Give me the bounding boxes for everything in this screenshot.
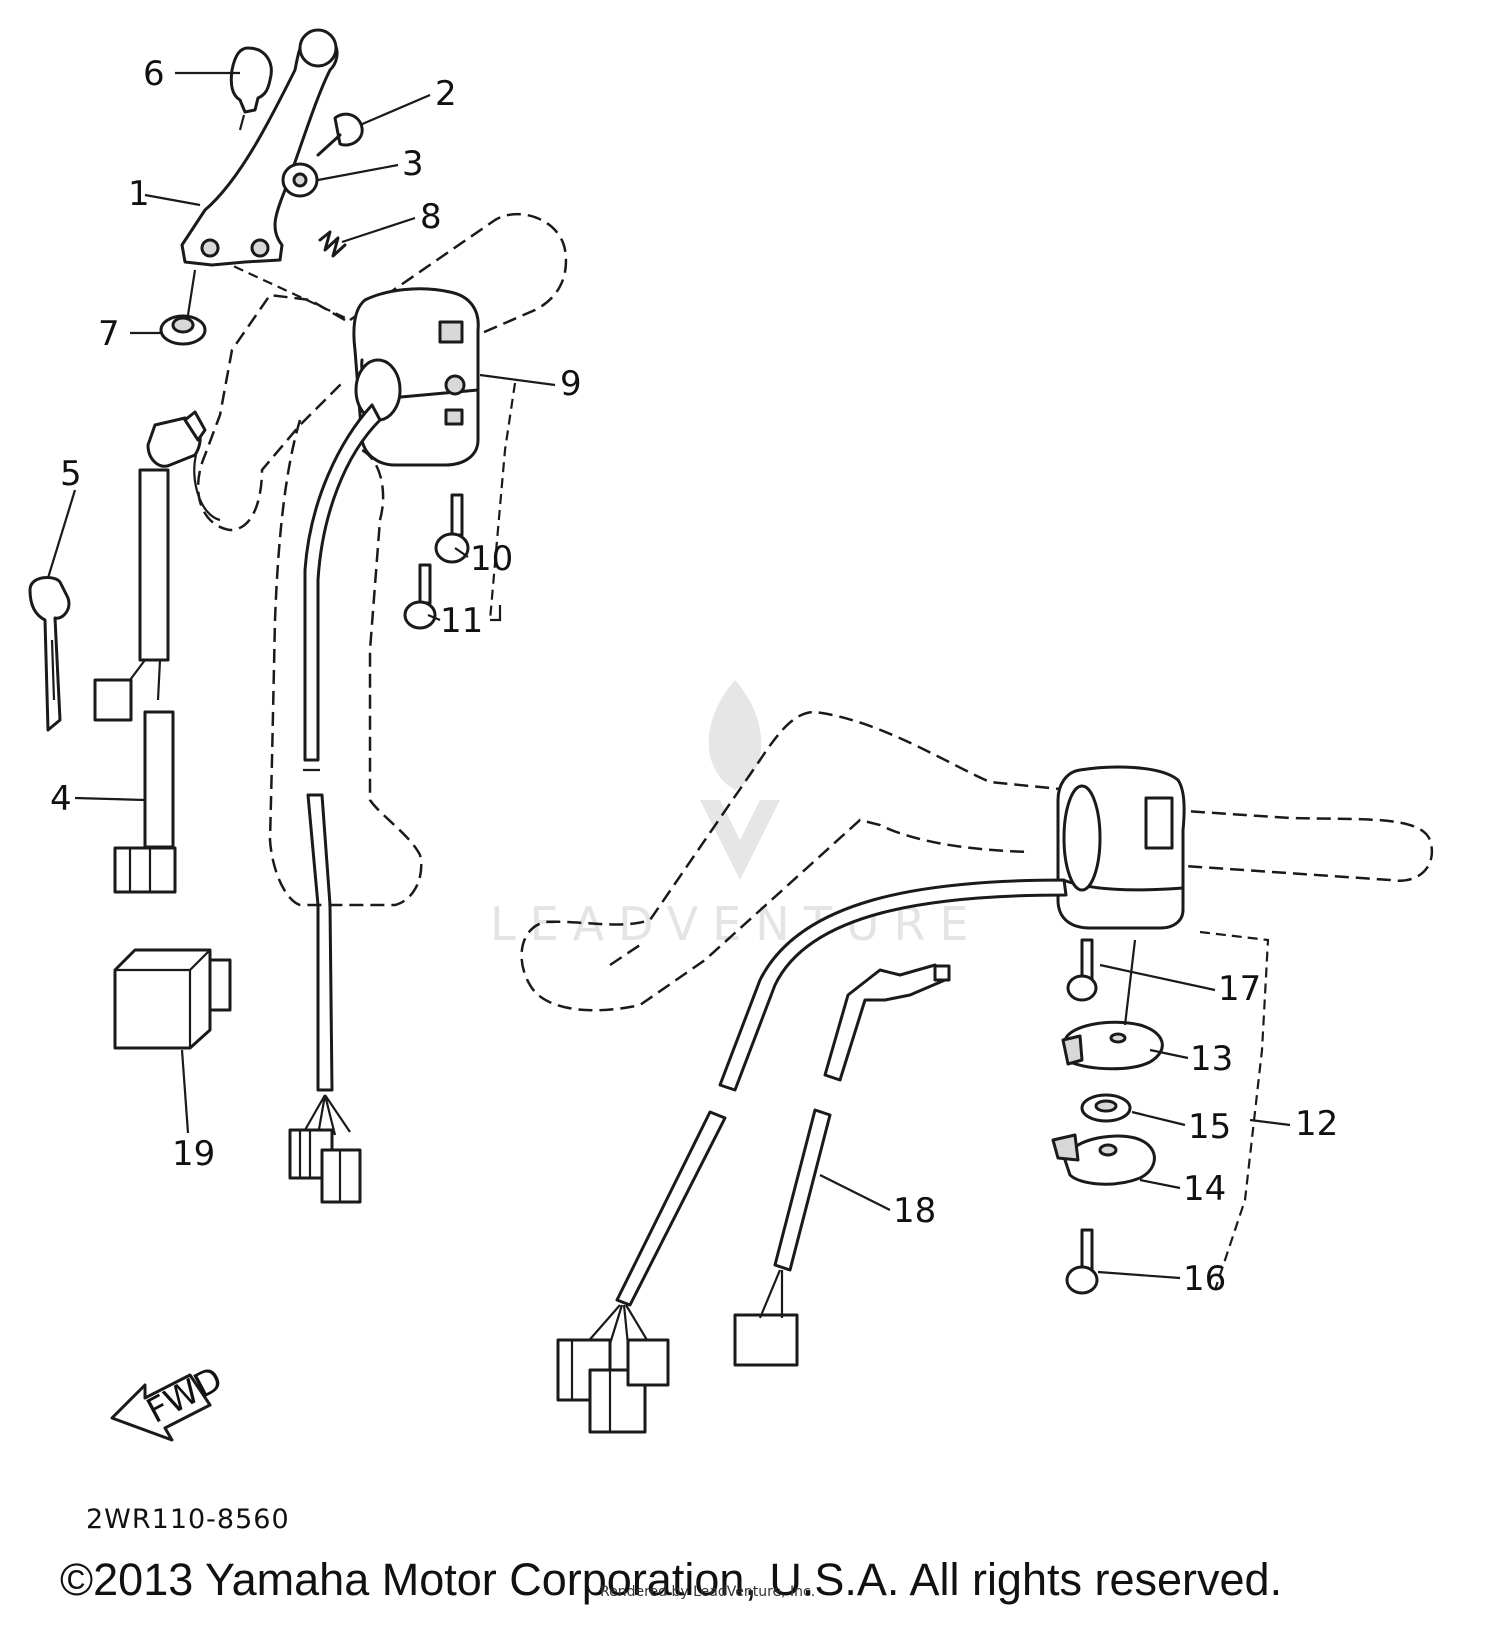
callout-9: 9	[560, 364, 582, 404]
switch-part-13	[1061, 1020, 1164, 1071]
callout-8: 8	[420, 197, 442, 237]
ghost-left-bracket	[196, 293, 346, 532]
callout-1: 1	[128, 174, 150, 214]
screw-16	[1065, 1228, 1099, 1295]
adjuster-knob	[229, 46, 273, 131]
left-handlebar-switch	[352, 287, 480, 467]
switch-screw-short	[403, 563, 437, 630]
ghost-left-grip	[349, 212, 568, 362]
ghost-right-grip	[1169, 808, 1434, 883]
diagram-code: 2WR110-8560	[86, 1504, 290, 1535]
callout-12: 12	[1295, 1104, 1338, 1144]
fwd-arrow: FWD	[110, 1359, 229, 1442]
right-handlebar-switch	[1056, 765, 1186, 930]
leadventure-watermark-logo	[700, 680, 780, 880]
callout-10: 10	[470, 539, 513, 579]
callout-17: 17	[1218, 969, 1261, 1009]
callout-3: 3	[402, 144, 424, 184]
callout-16: 16	[1183, 1259, 1226, 1299]
callout-14: 14	[1183, 1169, 1226, 1209]
right-switch-connector	[556, 1304, 670, 1434]
copyright-notice: ©2013 Yamaha Motor Corporation, U.S.A. A…	[60, 1554, 1283, 1605]
leader-lines	[46, 71, 1291, 1280]
pivot-bolt	[316, 112, 364, 157]
ghost-throttle-housing	[520, 710, 1071, 1012]
callout-4: 4	[50, 779, 72, 819]
callout-19: 19	[172, 1134, 215, 1174]
ghost-left-housing	[268, 419, 423, 907]
left-switch-connector	[288, 1094, 362, 1204]
switch-screw-long	[434, 493, 470, 564]
callout-6: 6	[143, 54, 165, 94]
washer-15	[1080, 1093, 1132, 1123]
render-credit: Rendered by LeadVenture, Inc.	[600, 1584, 816, 1600]
screw-17	[1066, 938, 1098, 1002]
callout-18: 18	[893, 1191, 936, 1231]
callout-5: 5	[60, 454, 82, 494]
callout-2: 2	[435, 74, 457, 114]
spring	[318, 230, 347, 258]
switch-part-14	[1051, 1133, 1156, 1186]
callout-11: 11	[440, 601, 483, 641]
switch-lead	[733, 963, 951, 1367]
lock-nut	[281, 162, 319, 198]
starter-switch-lead	[93, 410, 207, 894]
right-switch-cable	[718, 878, 1068, 1092]
collar	[159, 314, 207, 346]
callout-7: 7	[98, 314, 120, 354]
left-switch-cable	[303, 403, 382, 762]
clutch-lever	[180, 28, 339, 267]
callout-15: 15	[1188, 1107, 1231, 1147]
fwd-label: FWD	[140, 1359, 229, 1432]
callout-13: 13	[1190, 1039, 1233, 1079]
ignition-key	[28, 576, 71, 732]
relay	[113, 948, 232, 1050]
